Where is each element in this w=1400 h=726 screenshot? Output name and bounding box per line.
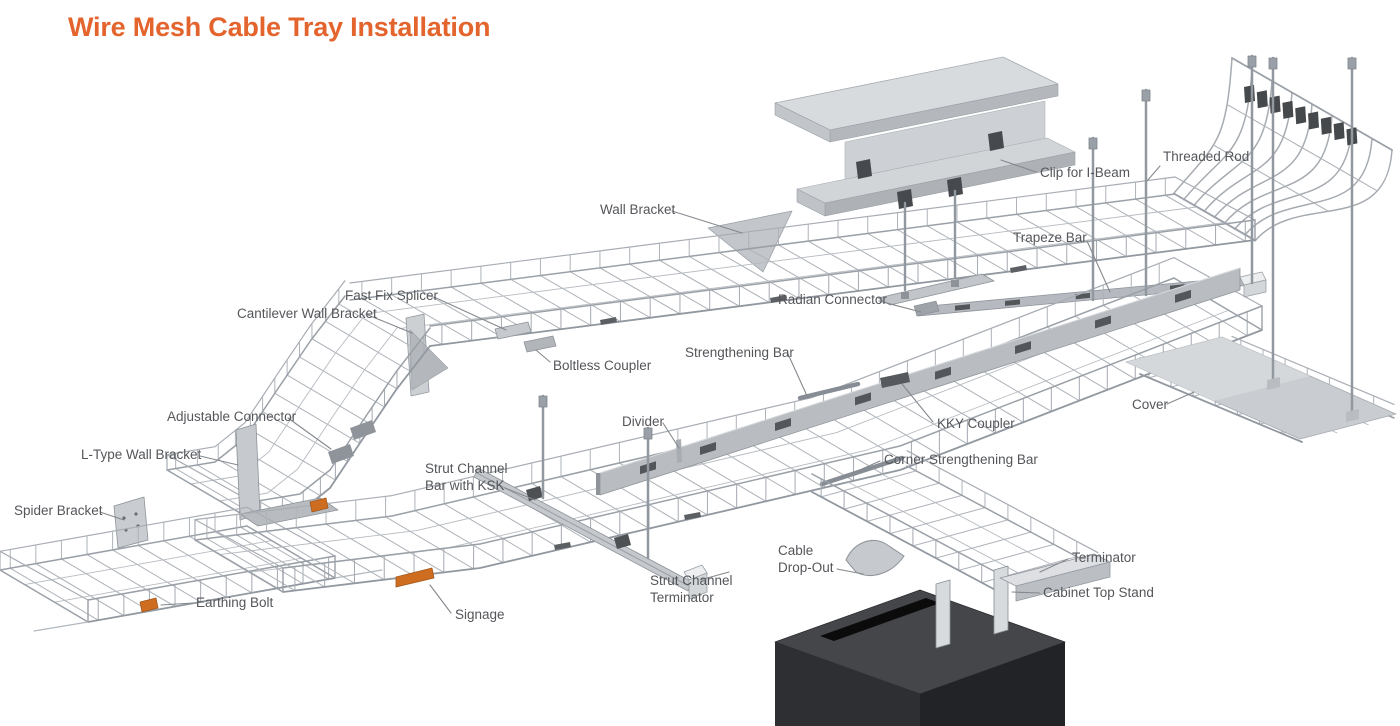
label-cabinet-top-stand: Cabinet Top Stand bbox=[1043, 585, 1154, 600]
label-l-type-wall-bracket: L-Type Wall Bracket bbox=[81, 447, 202, 462]
label-cable-drop-out: Cable Drop-Out bbox=[778, 543, 834, 575]
label-radian-connector: Radian Connector bbox=[778, 292, 887, 307]
label-cover: Cover bbox=[1132, 397, 1169, 412]
label-threaded-rod: Threaded Rod bbox=[1163, 149, 1250, 164]
label-cantilever-wall-bracket: Cantilever Wall Bracket bbox=[237, 306, 377, 321]
label-corner-strengthening-bar: Corner Strengthening Bar bbox=[884, 452, 1038, 467]
label-adjustable-connector: Adjustable Connector bbox=[167, 409, 297, 424]
label-divider: Divider bbox=[622, 414, 665, 429]
page-title: Wire Mesh Cable Tray Installation bbox=[68, 12, 491, 42]
label-spider-bracket: Spider Bracket bbox=[14, 503, 103, 518]
label-wall-bracket: Wall Bracket bbox=[600, 202, 676, 217]
label-kky-coupler: KKY Coupler bbox=[937, 416, 1015, 431]
label-terminator: Terminator bbox=[1072, 550, 1136, 565]
label-fast-fix-splicer: Fast Fix Splicer bbox=[345, 288, 439, 303]
label-signage: Signage bbox=[455, 607, 505, 622]
label-strut-channel-bar-with-ksk: Strut Channel Bar with KSK bbox=[425, 461, 508, 493]
label-trapeze-bar: Trapeze Bar bbox=[1013, 230, 1087, 245]
label-earthing-bolt: Earthing Bolt bbox=[196, 595, 274, 610]
label-strut-channel-terminator: Strut Channel Terminator bbox=[650, 573, 733, 605]
label-clip-for-i-beam: Clip for I-Beam bbox=[1040, 165, 1131, 180]
label-strengthening-bar: Strengthening Bar bbox=[685, 345, 794, 360]
label-boltless-coupler: Boltless Coupler bbox=[553, 358, 652, 373]
